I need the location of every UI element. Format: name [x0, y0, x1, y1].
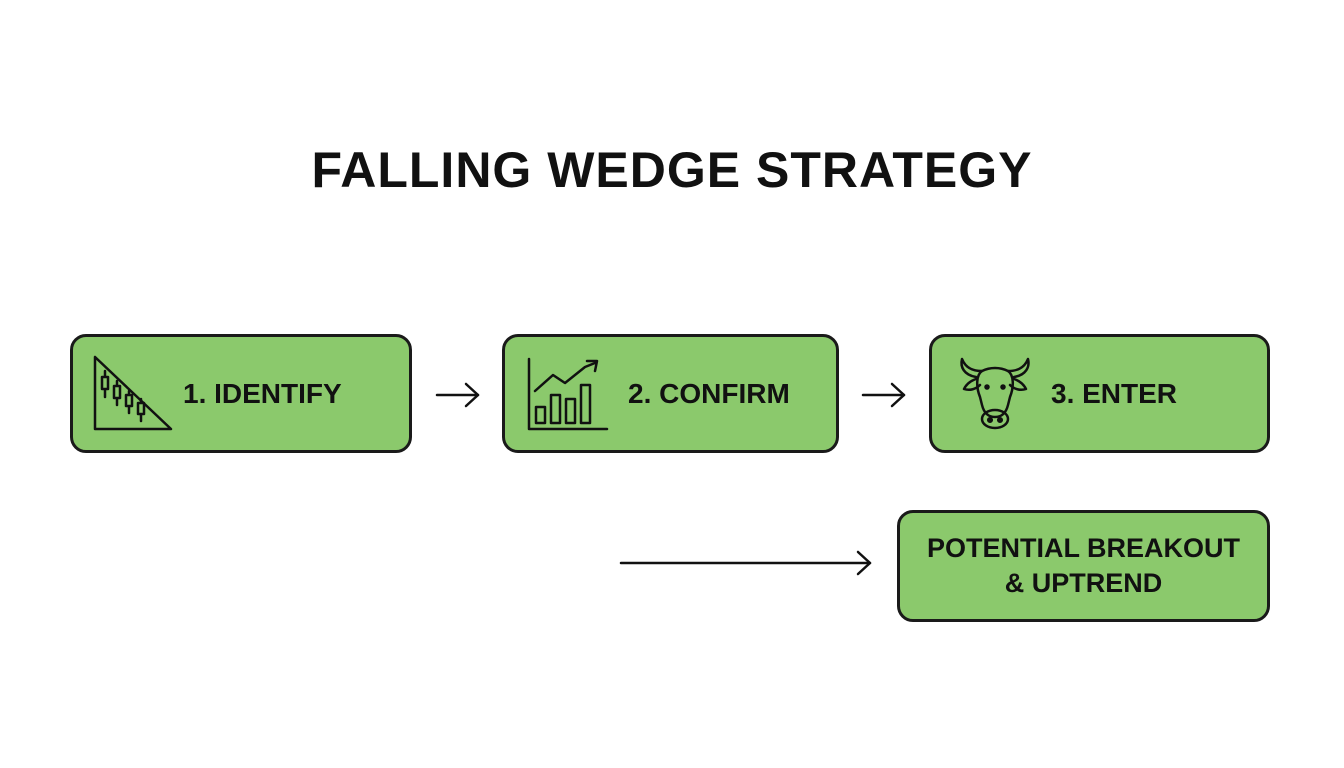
step-confirm-box: 2. CONFIRM: [502, 334, 839, 453]
falling-wedge-candlestick-icon: [93, 355, 173, 431]
step-confirm-label: 2. CONFIRM: [628, 378, 790, 409]
outcome-line-2: & UPTREND: [1004, 568, 1163, 598]
step-enter-label: 3. ENTER: [1051, 378, 1178, 409]
outcome-line-1: POTENTIAL BREAKOUT: [926, 533, 1240, 563]
arrow-to-outcome: [619, 550, 872, 576]
arrow-confirm-to-enter: [861, 382, 906, 408]
diagram-title: FALLING WEDGE STRATEGY: [311, 142, 1033, 198]
bull-head-icon: [960, 357, 1030, 430]
outcome-label: POTENTIAL BREAKOUT & UPTREND: [914, 531, 1254, 601]
rising-bar-chart-icon: [527, 357, 609, 431]
step-identify-box: 1. IDENTIFY: [70, 334, 412, 453]
step-enter-box: 3. ENTER: [929, 334, 1270, 453]
step-identify-label: 1. IDENTIFY: [183, 378, 342, 409]
outcome-box: POTENTIAL BREAKOUT & UPTREND: [897, 510, 1270, 622]
arrow-identify-to-confirm: [435, 382, 480, 408]
